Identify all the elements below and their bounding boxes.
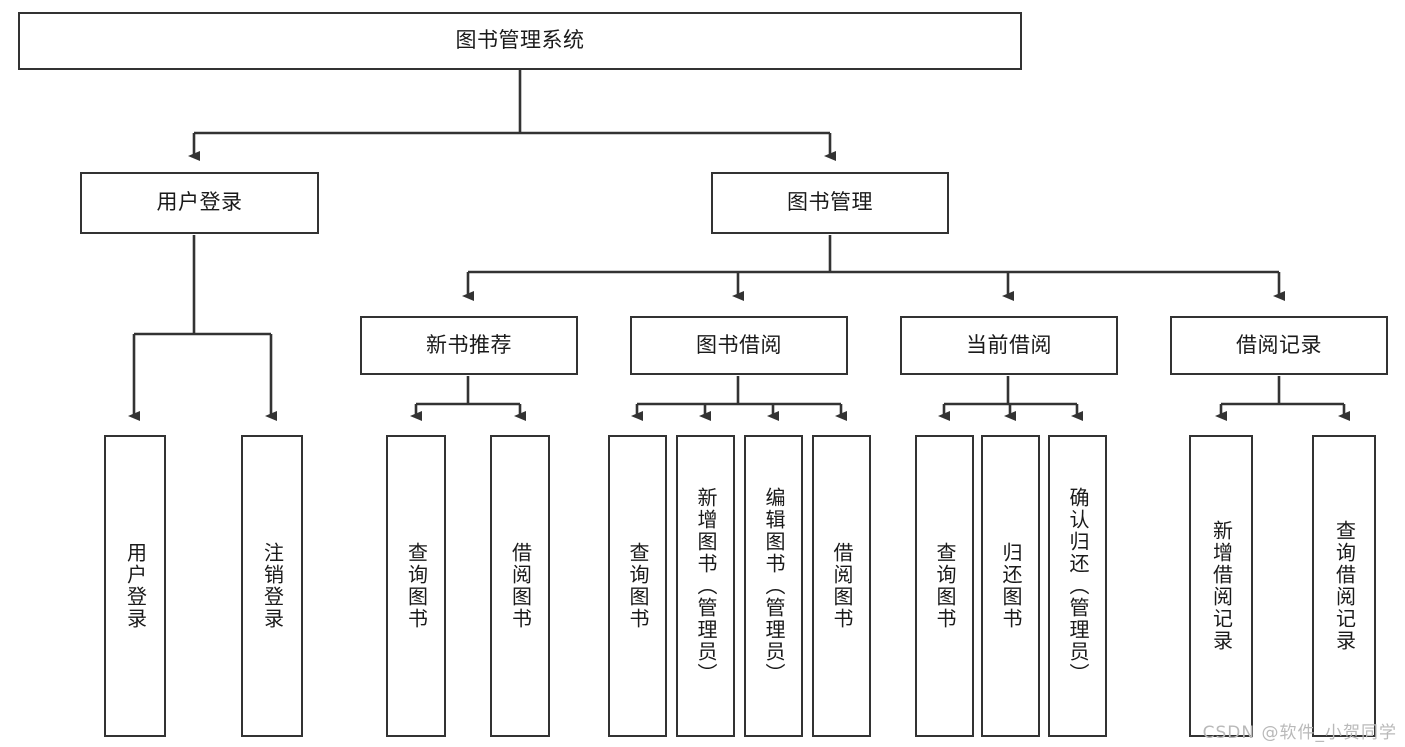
leaf-current-borrow-return[interactable]: 归还图书 <box>981 435 1040 737</box>
leaf-book-borrow-add[interactable]: 新增图书（管理员） <box>676 435 735 737</box>
node-label: 图书借阅 <box>696 332 782 357</box>
leaf-new-book-borrow[interactable]: 借阅图书 <box>490 435 550 737</box>
node-label: 新增图书（管理员） <box>694 487 718 685</box>
node-root-book-management-system[interactable]: 图书管理系统 <box>18 12 1022 70</box>
leaf-user-login-login[interactable]: 用户登录 <box>104 435 166 737</box>
leaf-book-borrow-query[interactable]: 查询图书 <box>608 435 667 737</box>
node-label: 查询图书 <box>404 542 429 630</box>
node-label: 查询图书 <box>626 542 650 630</box>
node-book-management[interactable]: 图书管理 <box>711 172 949 234</box>
node-label: 用户登录 <box>123 542 148 630</box>
node-label: 查询借阅记录 <box>1332 520 1357 652</box>
leaf-current-borrow-confirm-return[interactable]: 确认归还（管理员） <box>1048 435 1107 737</box>
leaf-book-borrow-edit[interactable]: 编辑图书（管理员） <box>744 435 803 737</box>
node-label: 图书管理 <box>787 190 873 215</box>
node-label: 注销登录 <box>260 542 285 630</box>
leaf-book-borrow-borrow[interactable]: 借阅图书 <box>812 435 871 737</box>
node-label: 借阅记录 <box>1236 332 1322 357</box>
leaf-user-login-logout[interactable]: 注销登录 <box>241 435 303 737</box>
leaf-new-book-query[interactable]: 查询图书 <box>386 435 446 737</box>
node-label: 编辑图书（管理员） <box>762 487 786 685</box>
node-new-book-recommend[interactable]: 新书推荐 <box>360 316 578 375</box>
node-label: 图书管理系统 <box>455 28 585 53</box>
node-user-login[interactable]: 用户登录 <box>80 172 319 234</box>
node-label: 确认归还（管理员） <box>1066 487 1090 685</box>
leaf-borrow-record-add[interactable]: 新增借阅记录 <box>1189 435 1253 737</box>
node-label: 借阅图书 <box>508 542 533 630</box>
watermark-text: CSDN @软件_小贺同学 <box>1202 723 1397 743</box>
node-label: 当前借阅 <box>966 332 1052 357</box>
node-label: 用户登录 <box>156 190 243 215</box>
node-label: 新增借阅记录 <box>1209 520 1234 652</box>
node-label: 查询图书 <box>933 542 957 630</box>
node-label: 新书推荐 <box>426 332 512 357</box>
node-label: 借阅图书 <box>830 542 854 630</box>
node-current-borrow[interactable]: 当前借阅 <box>900 316 1118 375</box>
node-label: 归还图书 <box>999 542 1023 630</box>
node-book-borrow[interactable]: 图书借阅 <box>630 316 848 375</box>
node-borrow-records[interactable]: 借阅记录 <box>1170 316 1388 375</box>
leaf-borrow-record-query[interactable]: 查询借阅记录 <box>1312 435 1376 737</box>
leaf-current-borrow-query[interactable]: 查询图书 <box>915 435 974 737</box>
